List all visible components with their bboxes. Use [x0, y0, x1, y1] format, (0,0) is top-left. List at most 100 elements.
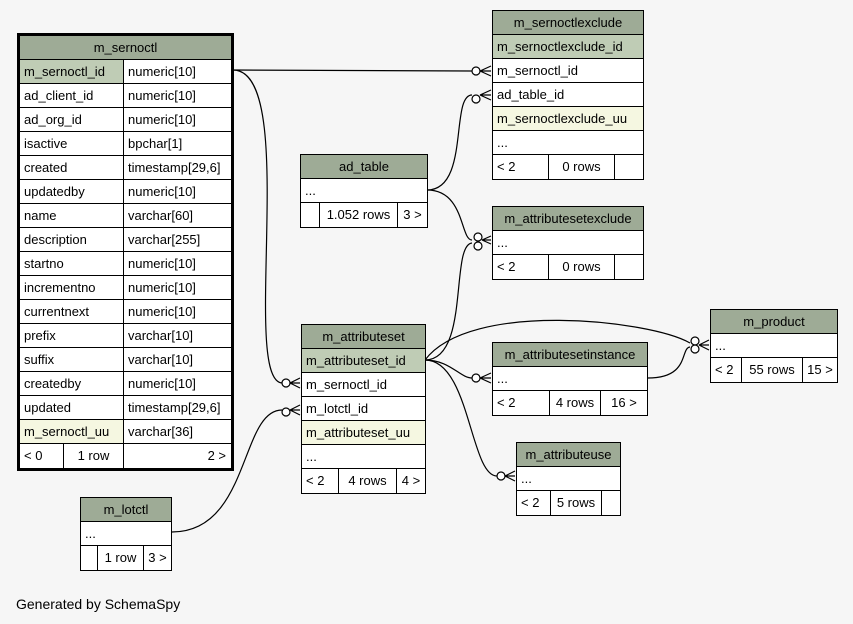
column-type: numeric[10]: [123, 372, 231, 395]
parents-count[interactable]: [301, 203, 319, 227]
edge-attributeset-attributeuse: [424, 359, 498, 477]
table-header[interactable]: m_attributeset: [302, 325, 425, 349]
table-m-attributesetinstance[interactable]: m_attributesetinstance ... < 2 4 rows 16…: [492, 342, 648, 416]
table-row[interactable]: m_sernoctl_id: [493, 59, 643, 83]
column-name: m_sernoctl_id: [306, 377, 387, 392]
column-name: updatedby: [24, 184, 85, 199]
parents-count[interactable]: < 0: [24, 448, 43, 463]
parents-count[interactable]: < 2: [497, 259, 516, 274]
table-row[interactable]: incrementno numeric[10]: [20, 276, 231, 300]
table-row[interactable]: description varchar[255]: [20, 228, 231, 252]
table-row[interactable]: m_sernoctl_id: [302, 373, 425, 397]
table-row[interactable]: name varchar[60]: [20, 204, 231, 228]
table-row[interactable]: startno numeric[10]: [20, 252, 231, 276]
table-row[interactable]: m_sernoctlexclude_uu: [493, 107, 643, 131]
table-footer: < 0 1 row 2 >: [20, 444, 231, 468]
table-row[interactable]: ...: [301, 179, 427, 203]
table-row[interactable]: m_sernoctl_id numeric[10]: [20, 60, 231, 84]
table-row[interactable]: m_attributeset_uu: [302, 421, 425, 445]
table-header[interactable]: m_lotctl: [81, 498, 171, 522]
table-row[interactable]: createdby numeric[10]: [20, 372, 231, 396]
parents-count[interactable]: [81, 546, 97, 570]
row-count: 55 rows: [741, 358, 802, 382]
table-header[interactable]: m_product: [711, 310, 837, 334]
table-row[interactable]: ...: [493, 367, 647, 391]
table-row[interactable]: created timestamp[29,6]: [20, 156, 231, 180]
table-row[interactable]: ...: [81, 522, 171, 546]
column-name: startno: [24, 256, 64, 271]
column-name: name: [24, 208, 57, 223]
table-row[interactable]: updated timestamp[29,6]: [20, 396, 231, 420]
column-name: m_sernoctlexclude_uu: [497, 111, 628, 126]
table-m-sernoctl[interactable]: m_sernoctl m_sernoctl_id numeric[10] ad_…: [17, 33, 234, 471]
column-type: numeric[10]: [123, 300, 231, 323]
edge-sernoctl-attributeset: [232, 69, 283, 384]
row-count: 4 rows: [549, 391, 600, 415]
column-name: currentnext: [24, 304, 90, 319]
table-footer: < 2 4 rows 4 >: [302, 469, 425, 493]
table-m-attributeset[interactable]: m_attributeset m_attributeset_id m_serno…: [301, 324, 426, 494]
column-name: m_lotctl_id: [306, 401, 369, 416]
children-count[interactable]: 15 >: [802, 358, 837, 382]
column-name: createdby: [24, 376, 82, 391]
edge-adtable-sernoctlexclude: [426, 94, 473, 191]
column-type: bpchar[1]: [123, 132, 231, 155]
parents-count[interactable]: < 2: [521, 495, 540, 510]
table-row[interactable]: ...: [711, 334, 837, 358]
parents-count[interactable]: < 2: [306, 473, 325, 488]
children-count[interactable]: [614, 155, 643, 179]
table-footer: 1.052 rows 3 >: [301, 203, 427, 227]
table-m-attributesetexclude[interactable]: m_attributesetexclude ... < 2 0 rows: [492, 206, 644, 280]
column-type: numeric[10]: [123, 60, 231, 83]
children-count[interactable]: 3 >: [143, 546, 171, 570]
table-footer: < 2 4 rows 16 >: [493, 391, 647, 415]
table-row[interactable]: ...: [517, 467, 620, 491]
table-ad-table[interactable]: ad_table ... 1.052 rows 3 >: [300, 154, 428, 228]
table-row[interactable]: m_sernoctlexclude_id: [493, 35, 643, 59]
column-name: incrementno: [24, 280, 96, 295]
column-name: m_attributeset_uu: [306, 425, 411, 440]
edge-instance-product: [647, 346, 691, 379]
column-type: numeric[10]: [123, 252, 231, 275]
table-row[interactable]: ad_table_id: [493, 83, 643, 107]
table-footer: < 2 0 rows: [493, 255, 643, 279]
table-row[interactable]: ...: [302, 445, 425, 469]
table-m-lotctl[interactable]: m_lotctl ... 1 row 3 >: [80, 497, 172, 571]
table-header[interactable]: m_attributesetexclude: [493, 207, 643, 231]
table-header[interactable]: m_sernoctlexclude: [493, 11, 643, 35]
table-row[interactable]: suffix varchar[10]: [20, 348, 231, 372]
edge-lotctl-attributeset: [171, 409, 283, 533]
children-count[interactable]: 3 >: [397, 203, 427, 227]
table-row[interactable]: m_lotctl_id: [302, 397, 425, 421]
parents-count[interactable]: < 2: [497, 395, 516, 410]
table-m-attributeuse[interactable]: m_attributeuse ... < 2 5 rows: [516, 442, 621, 516]
children-count[interactable]: [614, 255, 643, 279]
table-row[interactable]: ad_client_id numeric[10]: [20, 84, 231, 108]
table-row[interactable]: updatedby numeric[10]: [20, 180, 231, 204]
children-count[interactable]: 16 >: [600, 391, 647, 415]
parents-count[interactable]: < 2: [715, 362, 734, 377]
table-header[interactable]: m_sernoctl: [20, 36, 231, 60]
table-header[interactable]: m_attributesetinstance: [493, 343, 647, 367]
parents-count[interactable]: < 2: [497, 159, 516, 174]
table-row[interactable]: isactive bpchar[1]: [20, 132, 231, 156]
table-m-product[interactable]: m_product ... < 2 55 rows 15 >: [710, 309, 838, 383]
table-m-sernoctlexclude[interactable]: m_sernoctlexclude m_sernoctlexclude_id m…: [492, 10, 644, 180]
column-name: suffix: [24, 352, 55, 367]
children-count[interactable]: 2 >: [123, 444, 231, 468]
column-name: ...: [497, 135, 508, 150]
table-row[interactable]: ad_org_id numeric[10]: [20, 108, 231, 132]
children-count[interactable]: [601, 491, 620, 515]
table-row[interactable]: m_sernoctl_uu varchar[36]: [20, 420, 231, 444]
children-count[interactable]: 4 >: [396, 469, 425, 493]
table-header[interactable]: m_attributeuse: [517, 443, 620, 467]
table-row[interactable]: m_attributeset_id: [302, 349, 425, 373]
table-header[interactable]: ad_table: [301, 155, 427, 179]
table-row[interactable]: prefix varchar[10]: [20, 324, 231, 348]
table-row[interactable]: currentnext numeric[10]: [20, 300, 231, 324]
table-row[interactable]: ...: [493, 231, 643, 255]
table-row[interactable]: ...: [493, 131, 643, 155]
column-name: ...: [306, 449, 317, 464]
column-name: m_sernoctl_id: [497, 63, 578, 78]
